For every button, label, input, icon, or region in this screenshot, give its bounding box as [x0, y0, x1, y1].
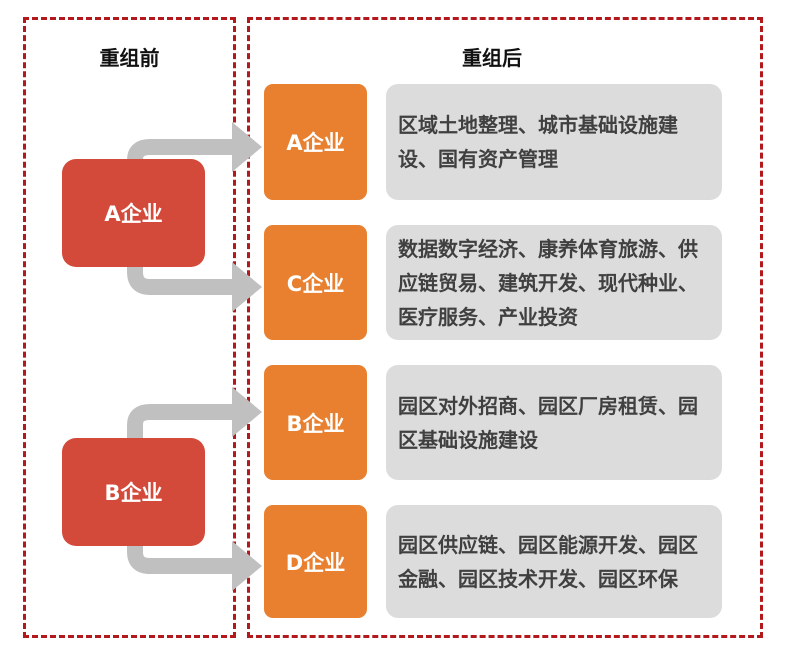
before-header: 重组前 — [99, 46, 160, 70]
after-header: 重组后 — [462, 46, 522, 70]
company-b-business: 园区对外招商、园区厂房租赁、园区基础设施建设 — [386, 365, 722, 480]
arrowhead — [232, 387, 262, 437]
after-company-c: C企业 — [264, 225, 367, 340]
before-panel — [23, 17, 236, 638]
arrowhead — [232, 122, 262, 172]
after-panel — [247, 17, 763, 638]
company-d-business: 园区供应链、园区能源开发、园区金融、园区技术开发、园区环保 — [386, 505, 722, 618]
arrow-b-to-b — [127, 404, 240, 445]
company-a-business: 区域土地整理、城市基础设施建设、国有资产管理 — [386, 84, 722, 200]
company-c-business: 数据数字经济、康养体育旅游、供应链贸易、建筑开发、现代种业、医疗服务、产业投资 — [386, 225, 722, 340]
after-company-a: A企业 — [264, 84, 367, 200]
business-text: 数据数字经济、康养体育旅游、供应链贸易、建筑开发、现代种业、医疗服务、产业投资 — [398, 236, 698, 329]
arrowhead — [232, 541, 262, 591]
after-company-d: D企业 — [264, 505, 367, 618]
arrow-b-to-d — [127, 540, 240, 574]
business-text: 园区供应链、园区能源开发、园区金融、园区技术开发、园区环保 — [398, 532, 698, 591]
before-company-a: A企业 — [62, 159, 205, 267]
business-text: 区域土地整理、城市基础设施建设、国有资产管理 — [398, 113, 678, 171]
after-company-b: B企业 — [264, 365, 367, 480]
business-text: 园区对外招商、园区厂房租赁、园区基础设施建设 — [398, 393, 698, 452]
arrowhead — [232, 262, 262, 312]
arrow-a-to-c — [127, 262, 240, 295]
before-company-b: B企业 — [62, 438, 205, 546]
